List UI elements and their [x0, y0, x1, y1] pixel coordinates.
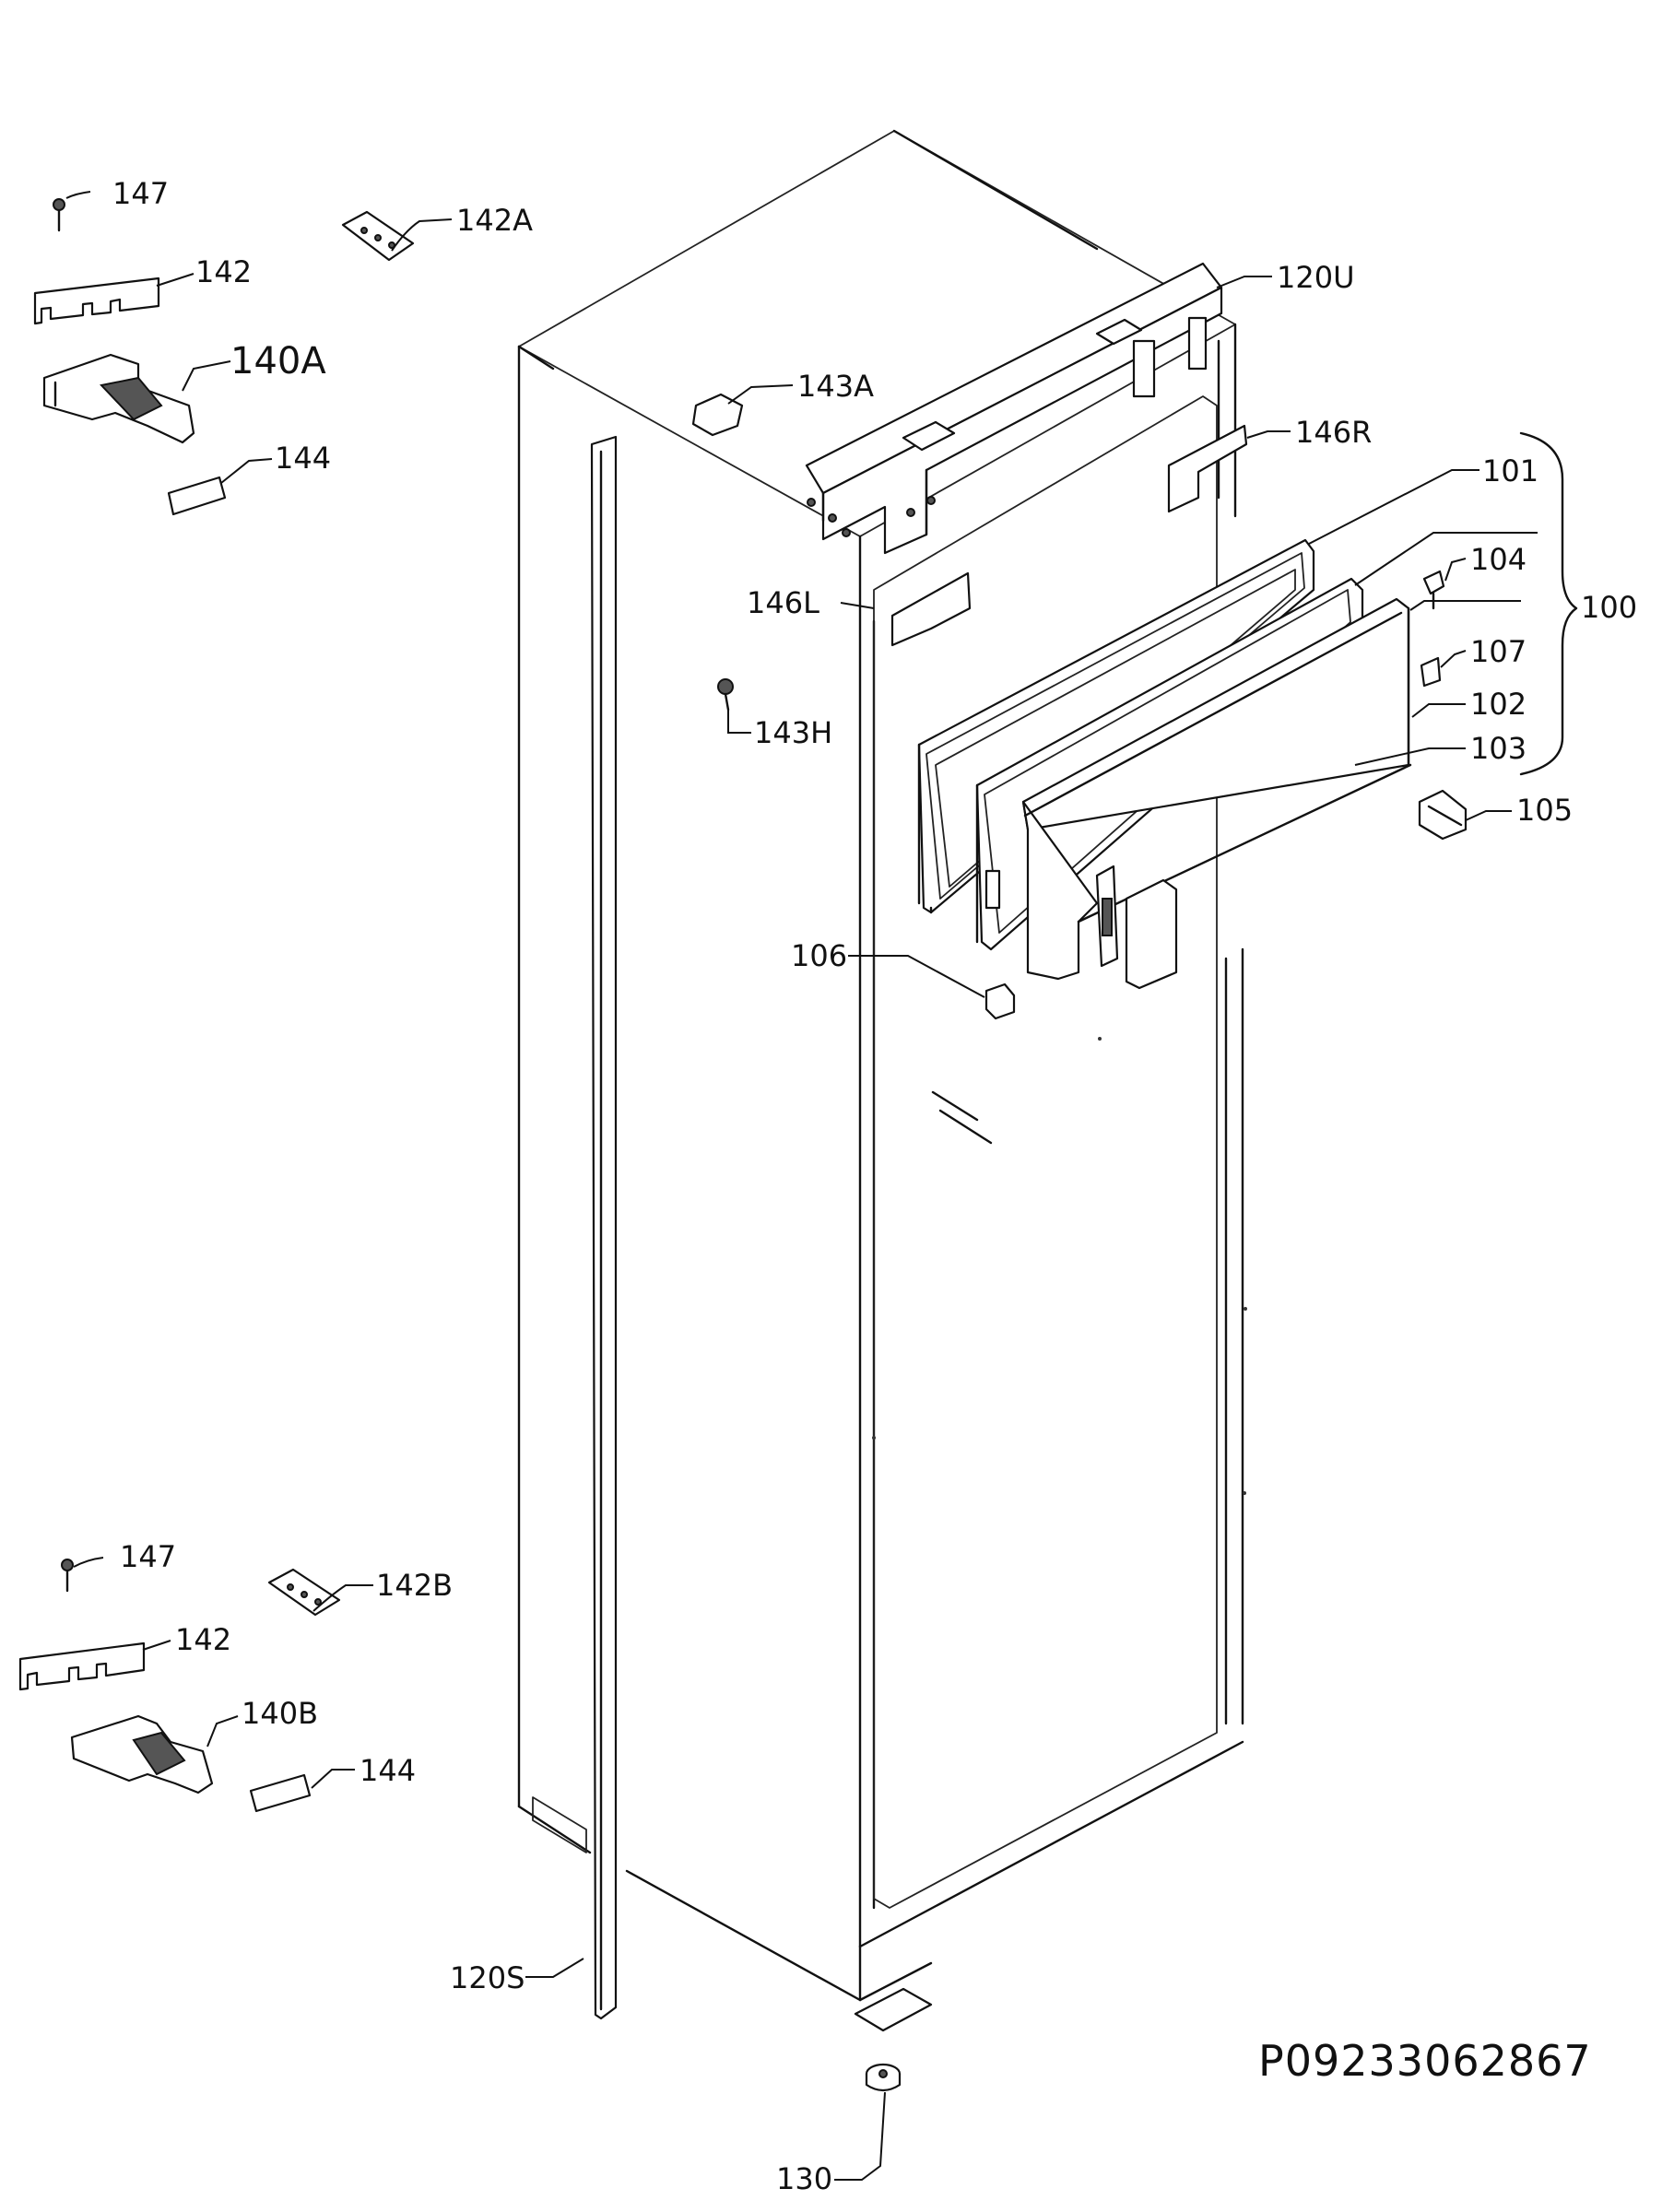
cabinet-top-screws	[807, 496, 936, 537]
bracket-100	[1519, 431, 1578, 776]
label-140B: 140B	[242, 1696, 318, 1731]
leader-lines	[65, 191, 1538, 2181]
label-143A: 143A	[797, 369, 874, 404]
label-147-top: 147	[112, 176, 169, 211]
bottom-hinge-kit	[18, 1559, 341, 1813]
label-100: 100	[1581, 590, 1637, 625]
label-120S: 120S	[450, 1960, 525, 1995]
label-105: 105	[1516, 793, 1573, 828]
part-labels: 147 142A 142 140A 144 143A 120U 146R 101…	[112, 176, 1637, 2196]
label-146L: 146L	[747, 585, 819, 620]
label-102: 102	[1470, 687, 1527, 722]
label-120U: 120U	[1277, 260, 1355, 295]
label-146L	[890, 571, 972, 647]
label-140A: 140A	[230, 340, 326, 382]
diagram-code: P09233062867	[1258, 2036, 1592, 2086]
label-146R: 146R	[1295, 415, 1372, 450]
label-101: 101	[1482, 453, 1538, 488]
freezer-door-assembly	[917, 538, 1412, 990]
part-106	[984, 982, 1016, 1020]
label-103: 103	[1470, 731, 1527, 766]
screw-143H	[717, 678, 734, 712]
label-130: 130	[776, 2161, 832, 2196]
label-142B: 142B	[376, 1568, 453, 1603]
side-trim-120S	[590, 435, 618, 2020]
cabinet-body	[517, 129, 1247, 2032]
label-144-top: 144	[275, 441, 331, 476]
part-105	[1418, 789, 1468, 841]
clip-104	[1422, 570, 1445, 610]
foot-130	[865, 2063, 902, 2092]
label-142-top: 142	[195, 254, 252, 289]
label-147-bottom: 147	[120, 1539, 176, 1574]
clip-107	[1420, 656, 1442, 688]
label-142A: 142A	[456, 203, 533, 238]
top-hinge-kit	[33, 198, 415, 516]
label-107: 107	[1470, 634, 1527, 669]
label-106: 106	[791, 938, 847, 973]
label-144-bottom: 144	[360, 1753, 416, 1788]
label-143H: 143H	[754, 715, 832, 750]
label-104: 104	[1470, 542, 1527, 577]
cap-143A	[691, 393, 744, 437]
label-146R	[1167, 424, 1248, 513]
top-rail-120U	[805, 262, 1223, 555]
label-142-bottom: 142	[175, 1622, 231, 1657]
